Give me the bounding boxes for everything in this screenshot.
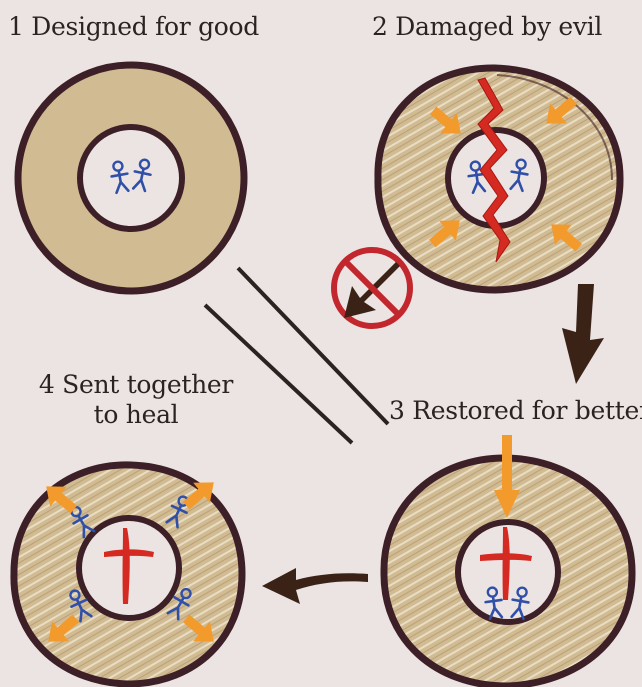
no-entry-icon [334,250,410,326]
stage-1-ring [18,65,244,291]
flow-arrow-icon [262,568,368,604]
stage-4-ring [14,465,242,684]
flow-arrow-icon [562,284,604,384]
stage-3-ring [384,435,632,686]
stage-2-ring [378,68,620,290]
